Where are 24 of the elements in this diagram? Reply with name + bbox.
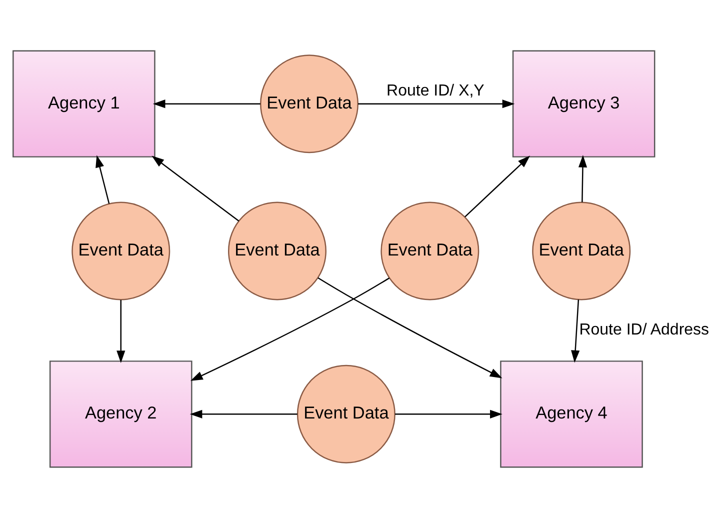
arrow [96,154,110,204]
node-circle: Event Data [72,201,170,300]
node-circle: Event Data [228,201,326,300]
arrow [152,155,240,221]
node-circle: Event Data [296,364,396,463]
edge-label: Route ID/ X,Y [386,82,484,100]
arrow [358,99,515,108]
node-circle: Event Data [380,201,480,300]
node-box: Agency 4 [500,360,643,468]
edge-label: Route ID/ Address [579,321,710,338]
arrow [464,155,530,217]
node-circle: Event Data [260,54,358,153]
node-circle: Event Data [532,201,631,300]
arrow [318,276,502,378]
arrow [395,409,502,418]
arrow [116,300,126,362]
arrow [190,409,298,418]
arrow [578,154,588,202]
arrow [190,277,390,380]
node-box: Agency 1 [12,50,156,157]
node-box: Agency 3 [512,50,656,157]
arrow [152,99,260,108]
node-box: Agency 2 [49,360,192,468]
arrow [571,299,580,362]
